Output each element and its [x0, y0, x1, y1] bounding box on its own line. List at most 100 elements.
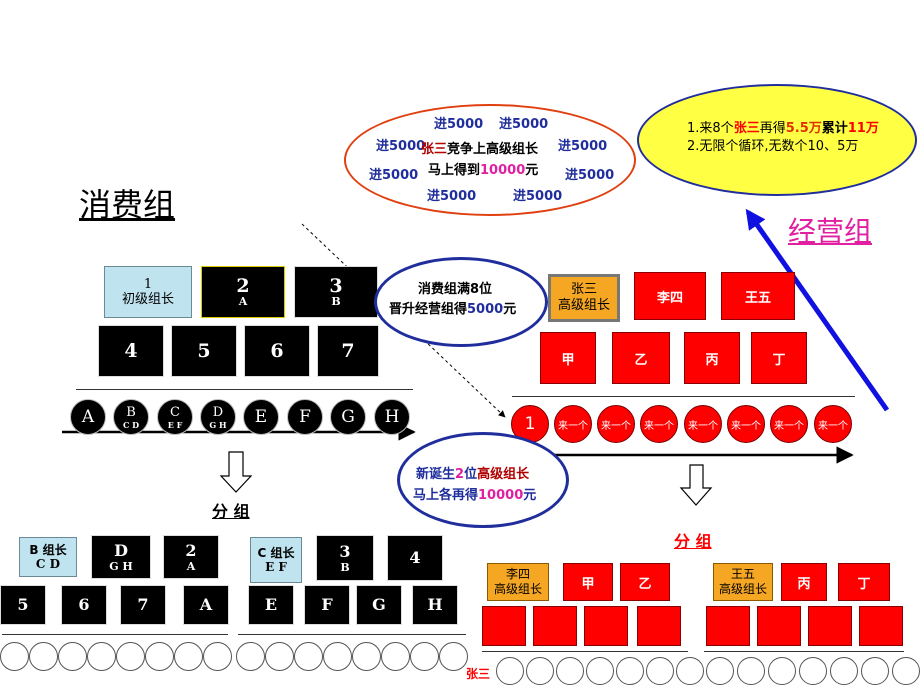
- split-right-a-box-3: [584, 606, 628, 646]
- down-arrow-left: [219, 451, 253, 493]
- split-a-bottom-7: 7: [120, 585, 166, 625]
- split-right-b-box-1: [706, 606, 750, 646]
- business-member-yi: 乙: [612, 332, 670, 384]
- empty-circle: [439, 642, 468, 671]
- empty-circle: [381, 642, 410, 671]
- invest-label-4: 进5000: [558, 139, 608, 154]
- empty-circle: [352, 642, 381, 671]
- consumer-member-6: 6: [244, 325, 310, 377]
- business-circle-7: 来一个: [770, 405, 808, 443]
- empty-circle: [265, 642, 294, 671]
- business-row-line: [512, 396, 855, 397]
- bottom-zhangsan-label: 张三: [466, 667, 491, 681]
- top-bubble-line1: 张三竞争上高级组长: [421, 142, 539, 157]
- split-a-leader: B 组长 C D: [19, 537, 77, 577]
- split-right-a-box-4: [637, 606, 681, 646]
- split-right-a-yi: 乙: [620, 563, 670, 601]
- new-bubble-line2: 马上各再得10000元: [413, 488, 537, 503]
- consumer-member-4: 4: [98, 325, 164, 377]
- split-right-b-box-2: [757, 606, 801, 646]
- empty-circle: [616, 657, 644, 685]
- split-right-a-box-2: [533, 606, 577, 646]
- business-circle-4: 来一个: [640, 405, 678, 443]
- empty-circle: [706, 657, 734, 685]
- empty-circle: [116, 642, 145, 671]
- empty-circle: [861, 657, 889, 685]
- empty-circle: [556, 657, 584, 685]
- top-bubble-line2: 马上得到10000元: [428, 163, 539, 178]
- split-a-bottom-a: A: [183, 585, 229, 625]
- empty-circle: [830, 657, 858, 685]
- business-circle-3: 来一个: [597, 405, 635, 443]
- empty-circle: [87, 642, 116, 671]
- invest-label-2: 进5000: [499, 117, 549, 132]
- business-circle-5: 来一个: [684, 405, 722, 443]
- invest-label-7: 进5000: [427, 189, 477, 204]
- new-bubble-line1: 新诞生2位高级组长: [416, 467, 530, 482]
- yellow-bubble-line2: 2.无限个循环,无数个10、5万: [687, 139, 859, 154]
- business-circle-2: 来一个: [554, 405, 592, 443]
- business-member-jia: 甲: [540, 332, 596, 384]
- empty-circle: [768, 657, 796, 685]
- split-right-b-box-4: [859, 606, 903, 646]
- split-b-top-4: 4: [387, 535, 443, 581]
- invest-label-1: 进5000: [434, 117, 484, 132]
- promotion-bubble-top: [344, 104, 636, 216]
- split-b-bottom-e: E: [248, 585, 294, 625]
- blue-up-arrow: [745, 208, 890, 412]
- split-right-line-a: [482, 651, 688, 652]
- split-left-line-b: [238, 634, 466, 635]
- empty-circle: [203, 642, 232, 671]
- split-b-bottom-h: H: [412, 585, 458, 625]
- empty-circle: [0, 642, 29, 671]
- business-circle-8: 来一个: [814, 405, 852, 443]
- split-right-b-ding: 丁: [838, 563, 890, 601]
- business-circle-6: 来一个: [727, 405, 765, 443]
- consumer-leader-box: 1 初级组长: [104, 266, 192, 318]
- consumer-circle-f: F: [287, 399, 323, 435]
- consumer-member-5: 5: [171, 325, 237, 377]
- consumer-row-line: [76, 389, 413, 390]
- business-member-ding: 丁: [751, 332, 807, 384]
- split-a-bottom-6: 6: [61, 585, 107, 625]
- consumer-circle-e: E: [243, 399, 279, 435]
- split-label-right: 分 组: [674, 532, 712, 551]
- empty-circle: [323, 642, 352, 671]
- empty-circle: [294, 642, 323, 671]
- consumer-member-7: 7: [317, 325, 379, 377]
- split-right-b-box-3: [808, 606, 852, 646]
- empty-circle: [410, 642, 439, 671]
- reward-bubble-yellow: [637, 84, 917, 196]
- business-leader-zhangsan: 张三高级组长: [548, 274, 620, 322]
- split-right-leader-lisi: 李四高级组长: [487, 563, 549, 601]
- empty-circle: [676, 657, 704, 685]
- consumer-circle-h: H: [374, 399, 410, 435]
- empty-circle: [236, 642, 265, 671]
- split-label-left: 分 组: [212, 502, 250, 521]
- down-arrow-right: [679, 464, 713, 506]
- empty-circle: [646, 657, 674, 685]
- empty-circle: [145, 642, 174, 671]
- empty-circle: [29, 642, 58, 671]
- consumer-circle-a: A: [70, 399, 106, 435]
- split-b-leader: C 组长 E F: [250, 537, 302, 583]
- consumer-group-title: 消费组: [79, 186, 176, 224]
- new-leaders-bubble: [397, 432, 569, 528]
- invest-label-5: 进5000: [369, 168, 419, 183]
- split-b-bottom-f: F: [304, 585, 350, 625]
- invest-label-3: 进5000: [376, 139, 426, 154]
- split-right-b-bing: 丙: [781, 563, 827, 601]
- consumer-circle-g: G: [330, 399, 366, 435]
- empty-circle: [174, 642, 203, 671]
- split-b-bottom-g: G: [356, 585, 402, 625]
- promotion-bubble-middle: [374, 257, 548, 347]
- split-right-a-jia: 甲: [563, 563, 613, 601]
- promo-bubble-line1: 消费组满8位: [418, 282, 493, 297]
